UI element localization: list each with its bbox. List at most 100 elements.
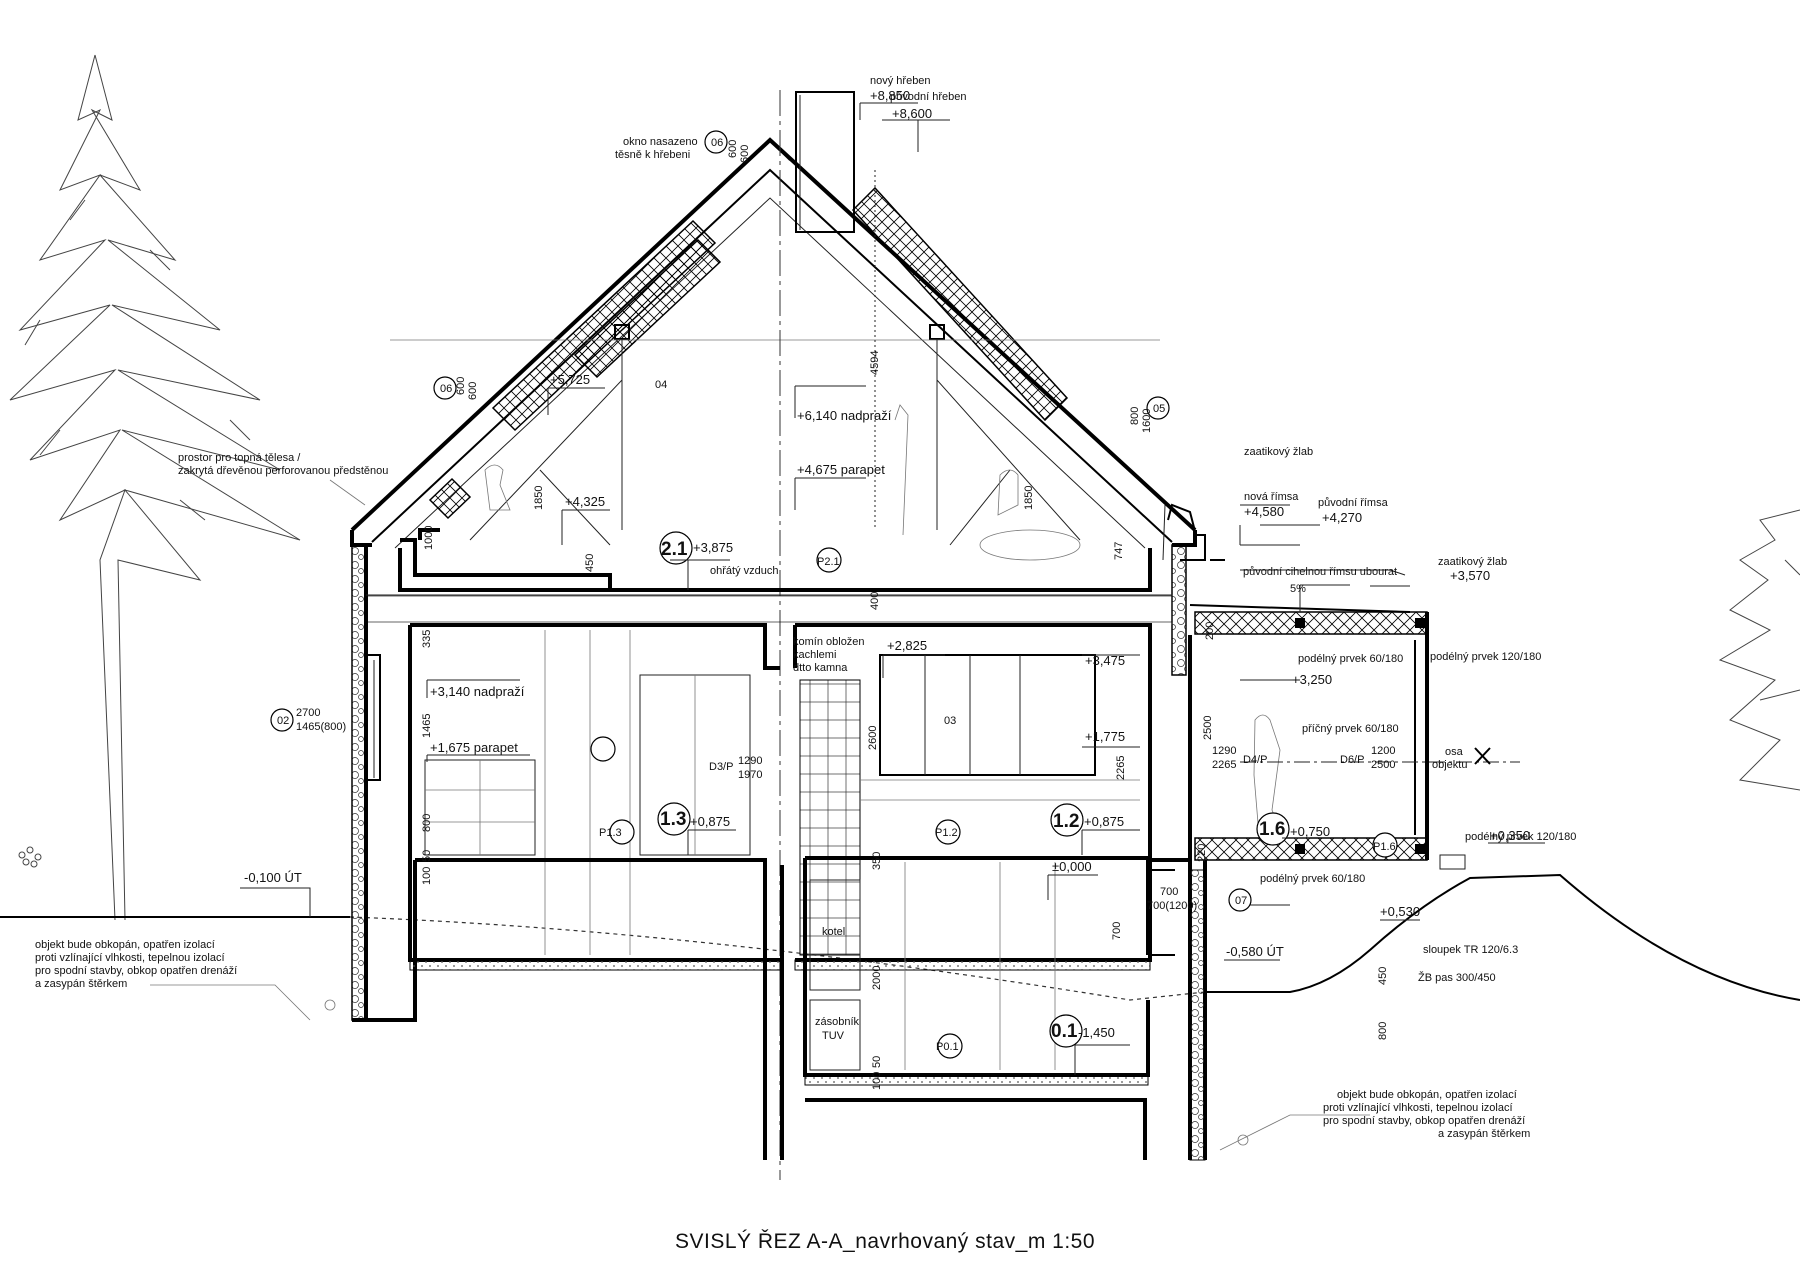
- door-d3-dim-2: 1970: [738, 769, 762, 781]
- beam-note-5: podélný prvek 60/180: [1260, 873, 1365, 885]
- dim-800-left: 800: [421, 814, 433, 832]
- room-1-3: 1.3: [660, 809, 686, 830]
- gutter-label-1: zaatikový žlab: [1244, 446, 1313, 458]
- window-07-dim-1: 700: [1160, 886, 1178, 898]
- orig-cornice-label: původní římsa: [1318, 497, 1389, 509]
- window-05-dim-1: 800: [1129, 407, 1141, 425]
- level-0350: +0,350: [1490, 828, 1530, 843]
- chimney: [795, 91, 855, 233]
- floor-p1-2: P1.2: [935, 827, 958, 839]
- gutter-label-2: zaatikový žlab: [1438, 556, 1507, 568]
- left-note-3: pro spodní stavby, obkop opatřen drenáží: [35, 965, 237, 977]
- window-ridge-note-1: okno nasazeno: [623, 136, 698, 148]
- left-note-2: proti vzlínající vlhkosti, tepelnou izol…: [35, 952, 225, 964]
- level-3875: +3,875: [693, 540, 733, 555]
- door-d3: D3/P: [709, 761, 733, 773]
- roof-slope: 5%: [1290, 583, 1306, 595]
- floor-p0-1: P0.1: [936, 1041, 959, 1053]
- window-04-tag: 04: [655, 379, 667, 391]
- door-d4-dim-2: 2265: [1212, 759, 1236, 771]
- labels: nový hřeben +8,850 původní hřeben +8,600…: [35, 75, 1576, 1253]
- dim-2600: 2600: [867, 726, 879, 750]
- chimney-note-3: dtto kamna: [793, 662, 848, 674]
- dim-100-left: 100: [421, 867, 433, 885]
- dim-2000: 2000: [871, 966, 883, 990]
- warm-air-note: ohřátý vzduch: [710, 565, 778, 577]
- window-07-tag: 07: [1235, 895, 1247, 907]
- new-ridge-level: +8,850: [870, 88, 910, 103]
- drawing-title: SVISLÝ ŘEZ A-A_navrhovaný stav_m 1:50: [675, 1230, 1095, 1253]
- dim-450-footing: 450: [1377, 967, 1389, 985]
- door-d4-dim-1: 1290: [1212, 745, 1236, 757]
- window-03-tag: 03: [944, 715, 956, 727]
- dim-1850-right: 1850: [1023, 486, 1035, 510]
- dim-50-left: 50: [421, 850, 433, 862]
- heating-note-1: prostor pro topná tělesa /: [178, 452, 301, 464]
- beam-note-3: příčný prvek 60/180: [1302, 723, 1399, 735]
- level-0530: +0,530: [1380, 904, 1420, 919]
- dim-200-top: 200: [1204, 622, 1216, 640]
- level-6140: +6,140 nadpraží: [797, 408, 892, 423]
- chimney-note-2: kachlemi: [793, 649, 836, 661]
- level-1675: +1,675 parapet: [430, 740, 518, 755]
- new-cornice-level: +4,580: [1244, 504, 1284, 519]
- level-0750: +0,750: [1290, 824, 1330, 839]
- chimney-note-1: komín obložen: [793, 636, 865, 648]
- dim-450: 450: [584, 554, 596, 572]
- beam-note-1: podélný prvek 60/180: [1298, 653, 1403, 665]
- orig-ridge-label: původní hřeben: [890, 91, 966, 103]
- window-06-top-dim-2: 600: [739, 145, 751, 163]
- dim-1850-left: 1850: [533, 486, 545, 510]
- tank-label-2: TUV: [822, 1030, 845, 1042]
- window-07-dim-2: 700(1200): [1147, 900, 1197, 912]
- level-3140: +3,140 nadpraží: [430, 684, 525, 699]
- level-terrain-left: -0,100 ÚT: [244, 870, 302, 885]
- dim-747: 747: [1113, 542, 1125, 560]
- dim-100-basement: 100: [871, 1072, 883, 1090]
- orig-cornice-level: +4,270: [1322, 510, 1362, 525]
- right-note-1: objekt bude obkopán, opatřen izolací: [1337, 1089, 1517, 1101]
- dim-700: 700: [1111, 922, 1123, 940]
- dim-350: 350: [871, 852, 883, 870]
- right-note-3: pro spodní stavby, obkop opatřen drenáží: [1323, 1115, 1525, 1127]
- tree-left: [9, 54, 301, 921]
- dim-335: 335: [421, 630, 433, 648]
- tank-label-1: zásobník: [815, 1016, 860, 1028]
- level-3570: +3,570: [1450, 568, 1490, 583]
- level-5725: +5,725: [550, 372, 590, 387]
- floor-p2-1: P2.1: [817, 556, 840, 568]
- level-0875-right: +0,875: [1084, 814, 1124, 829]
- window-06-dim-1: 600: [455, 377, 467, 395]
- remove-cornice-note: původní cihelnou římsu ubourat: [1243, 566, 1397, 578]
- dim-400: 400: [869, 592, 881, 610]
- dim-2500: 2500: [1202, 716, 1214, 740]
- room-1-6: 1.6: [1259, 819, 1285, 840]
- footing-note: ŽB pas 300/450: [1418, 971, 1496, 984]
- boiler-label: kotel: [822, 926, 845, 938]
- window-06-top-dim-1: 600: [727, 140, 739, 158]
- level-0875-left: +0,875: [690, 814, 730, 829]
- dim-800-footing: 800: [1377, 1022, 1389, 1040]
- level-2825: +2,825: [887, 638, 927, 653]
- terrain: [0, 854, 1800, 1001]
- left-note-4: a zasypán štěrkem: [35, 978, 127, 990]
- window-05-tag: 05: [1153, 403, 1165, 415]
- new-cornice-label: nová římsa: [1244, 491, 1299, 503]
- window-06-tag: 06: [440, 383, 452, 395]
- door-d4: D4/P: [1243, 754, 1267, 766]
- orig-ridge-level: +8,600: [892, 106, 932, 121]
- beam-note-4: podélný prvek 120/180: [1465, 831, 1576, 843]
- window-02-dim-1: 2700: [296, 707, 320, 719]
- dim-220: 220: [1196, 844, 1208, 862]
- floor-p1-6: P1.6: [1373, 841, 1396, 853]
- door-d6-dim-1: 1200: [1371, 745, 1395, 757]
- dim-1000: 1000: [423, 526, 435, 550]
- beam-note-2: podélný prvek 120/180: [1430, 651, 1541, 663]
- axis-label-1: osa: [1445, 746, 1464, 758]
- dim-1465: 1465: [421, 714, 433, 738]
- right-note-2: proti vzlínající vlhkosti, tepelnou izol…: [1323, 1102, 1513, 1114]
- level-4325: +4,325: [565, 494, 605, 509]
- axis-cross: [1474, 747, 1491, 765]
- floor-p1-3: P1.3: [599, 827, 622, 839]
- heating-note-2: zakrytá dřevěnou perforovanou předstěnou: [178, 465, 388, 477]
